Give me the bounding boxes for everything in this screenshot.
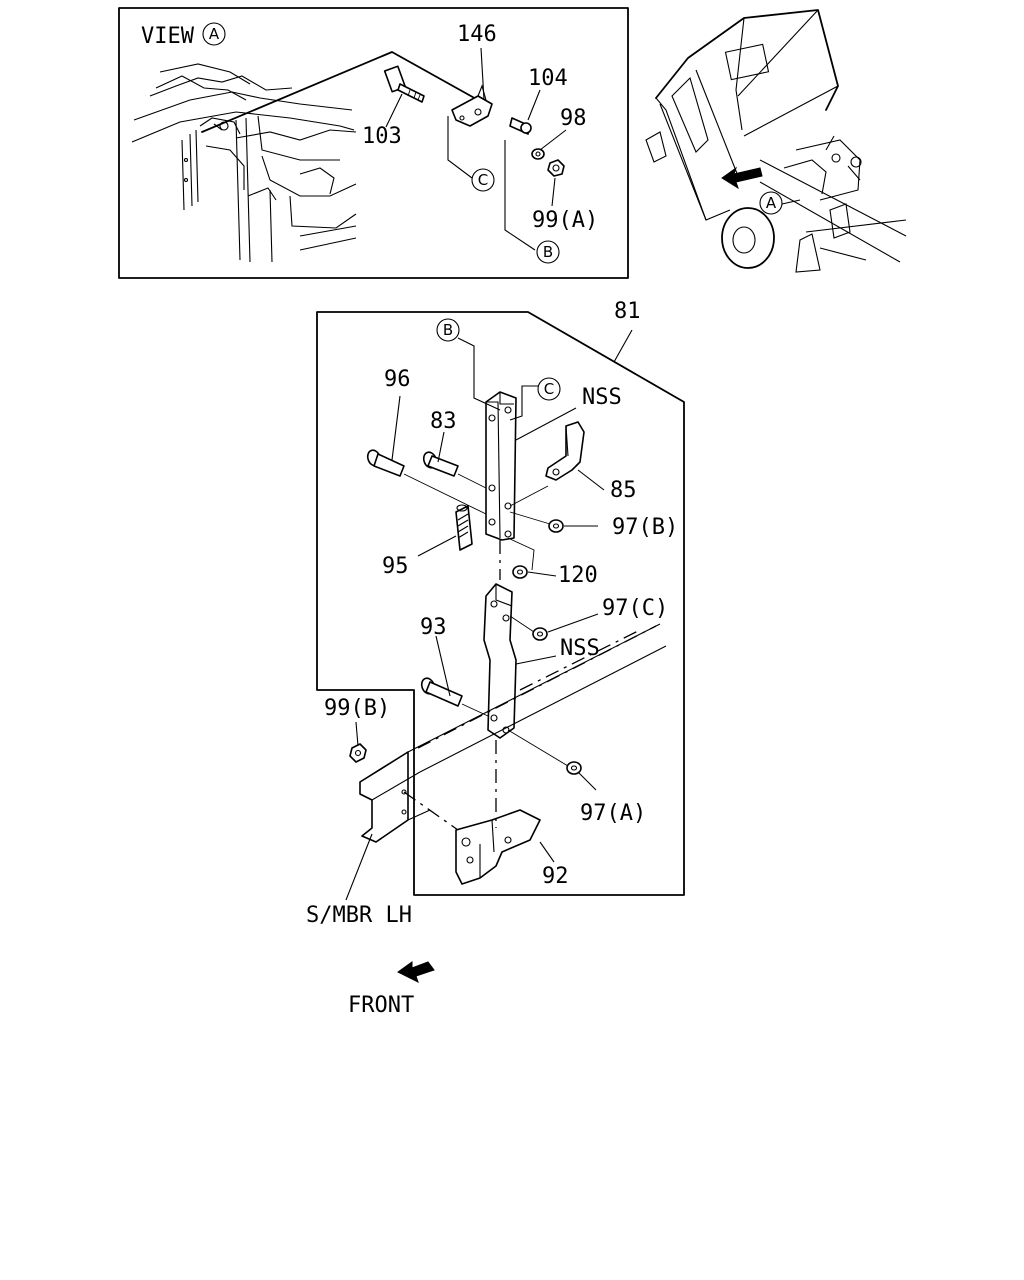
svg-text:B: B [443, 321, 453, 339]
callout-99a: 99(A) [532, 208, 598, 233]
ref-marker-b-inset: B [536, 240, 560, 264]
alignment-lines [403, 540, 657, 831]
callout-97b: 97(B) [612, 515, 678, 540]
pin-83 [422, 451, 459, 477]
svg-text:A: A [766, 194, 777, 212]
ref-marker-c: C [537, 377, 561, 401]
bolt-103 [383, 65, 425, 103]
callout-81: 81 [614, 299, 641, 324]
callout-103: 103 [362, 124, 402, 149]
callout-nss-upper: NSS [582, 385, 622, 410]
callout-120: 120 [558, 563, 598, 588]
main-assembly: 81 [316, 299, 685, 901]
callout-146: 146 [457, 22, 497, 47]
callout-85: 85 [610, 478, 637, 503]
bolt-104 [509, 117, 532, 135]
cab-structure-drawing [131, 51, 479, 263]
connection-lines [403, 473, 569, 767]
svg-text:C: C [544, 380, 554, 398]
callout-99b: 99(B) [324, 696, 390, 721]
callout-92: 92 [542, 864, 569, 889]
spring-95 [455, 504, 473, 551]
front-arrow-icon [397, 961, 435, 983]
leader-lines [345, 337, 605, 901]
nut-99b [349, 743, 367, 763]
view-title: VIEW [141, 24, 195, 49]
ref-marker-c-inset: C [471, 168, 495, 192]
inset-leaders [385, 47, 567, 251]
callout-97a: 97(A) [580, 801, 646, 826]
callout-98: 98 [560, 106, 587, 131]
svg-text:A: A [209, 25, 220, 43]
callout-95: 95 [382, 554, 409, 579]
callout-97c: 97(C) [602, 596, 668, 621]
callout-104: 104 [528, 66, 568, 91]
view-direction-arrow [721, 166, 763, 190]
svg-text:C: C [478, 171, 488, 189]
lower-link [483, 583, 517, 739]
bracket-146 [451, 84, 493, 127]
washer-97b [548, 519, 564, 533]
callout-96: 96 [384, 367, 411, 392]
bracket-92 [455, 809, 541, 885]
assembly-boundary [316, 311, 685, 896]
washer-97c [532, 627, 548, 641]
washer-120 [512, 565, 528, 579]
truck-marker: A [759, 191, 783, 215]
washer-97a [566, 761, 582, 775]
view-a-inset: VIEW A [118, 7, 629, 279]
callout-nss-lower: NSS [560, 636, 600, 661]
washer-98 [531, 148, 545, 160]
pin-93 [420, 677, 463, 707]
truck-location-sketch: A [645, 9, 907, 273]
nut-99a [547, 159, 565, 177]
bracket-85 [545, 421, 585, 481]
side-member-label: S/MBR LH [306, 903, 412, 928]
inset-frame [118, 7, 629, 279]
ref-marker-b: B [436, 318, 460, 342]
callout-93: 93 [420, 615, 447, 640]
svg-text:B: B [543, 243, 553, 261]
upper-link [485, 391, 517, 541]
front-label: FRONT [348, 993, 414, 1018]
view-marker: A [202, 22, 226, 46]
callout-83: 83 [430, 409, 457, 434]
pin-96 [366, 449, 405, 477]
